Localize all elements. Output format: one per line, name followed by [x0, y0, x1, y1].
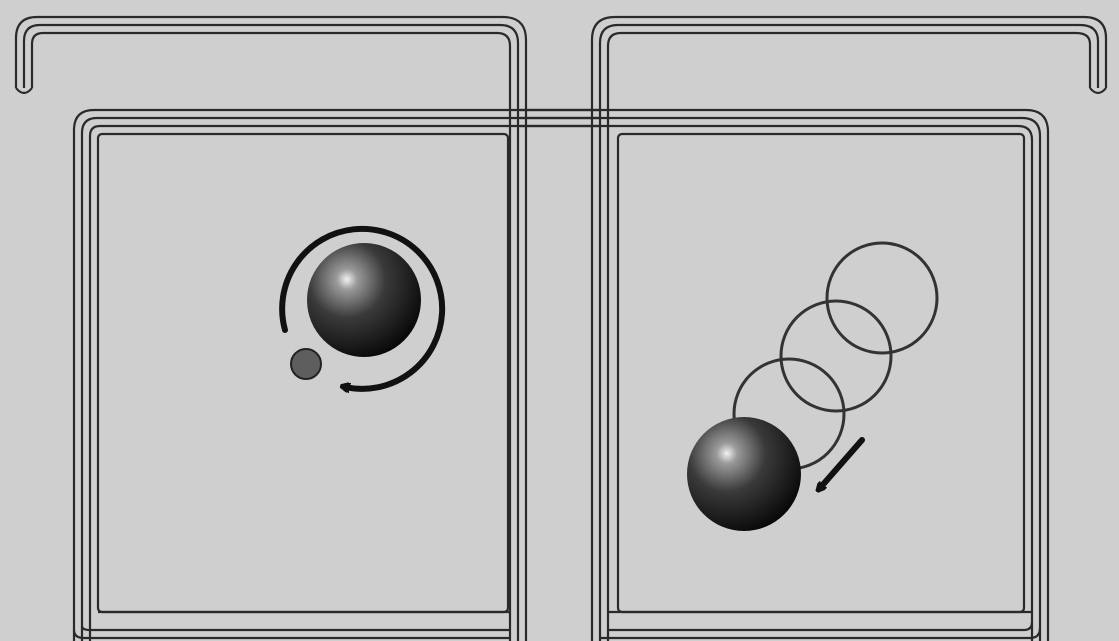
ball: [687, 417, 801, 531]
ball: [307, 243, 421, 357]
small-ball: [291, 349, 321, 379]
